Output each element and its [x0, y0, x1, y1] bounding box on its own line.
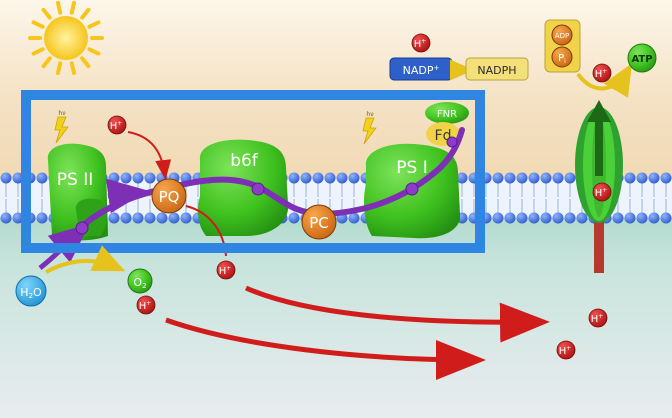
light-bolt-icon: hν	[54, 110, 69, 144]
h2o-label: H2O	[20, 286, 42, 300]
proton-label: H+	[595, 187, 608, 199]
nadp-plus-badge: NADP+	[389, 57, 453, 81]
proton-icon: H+	[592, 63, 612, 83]
proton-uptake-arrow	[127, 131, 172, 180]
highlight-box	[21, 90, 485, 253]
proton-label: H+	[595, 68, 608, 80]
proton-gradient-arrow	[244, 285, 550, 343]
proton-icon: H+	[556, 340, 576, 360]
b6f-label: b6f	[230, 151, 259, 171]
proton-label: H+	[414, 38, 427, 50]
proton-gradient-arrow	[165, 317, 486, 380]
oxygen-molecule: O2	[127, 268, 153, 294]
h2o-tail: O	[33, 286, 42, 299]
atp-synthesis-arrow	[576, 63, 633, 98]
pi-main: P	[558, 53, 564, 64]
sun-icon	[28, 0, 104, 76]
atp-molecule: ATP	[627, 43, 657, 73]
proton-icon: H+	[588, 308, 608, 328]
plastocyanin: PC	[301, 204, 337, 240]
proton-icon: H+	[411, 33, 431, 53]
nadp-main: NADP	[403, 64, 434, 77]
ps2-label: PS II	[57, 170, 93, 190]
proton-label: H+	[591, 313, 604, 325]
cytochrome-b6f: b6f	[198, 139, 289, 236]
pi-sub: i	[564, 58, 566, 65]
h2o-sub: 2	[29, 292, 33, 300]
ps1-label: PS I	[396, 158, 427, 178]
o2-main: O	[133, 276, 142, 289]
adp-label: ADP	[555, 32, 569, 40]
water-to-oxygen-arrow	[45, 245, 126, 274]
nadph-label: NADPH	[477, 64, 516, 77]
proton-icon: H+	[107, 115, 127, 135]
nadp-sup: +	[433, 64, 439, 72]
proton-icon: H+	[216, 260, 236, 280]
proton-label: H+	[110, 120, 123, 132]
atp-synthase	[575, 100, 623, 273]
pi-label: Pi	[558, 53, 566, 65]
proton-label: H+	[219, 265, 232, 277]
pc-label: PC	[309, 214, 329, 232]
proton-icon: H+	[592, 182, 612, 202]
o2-sub: 2	[142, 282, 146, 290]
light-symbol-label: hν	[58, 110, 66, 117]
light-symbol-label: hν	[366, 111, 374, 118]
water-molecule: H2O	[15, 275, 47, 307]
fnr-label: FNR	[437, 109, 457, 120]
pq-label: PQ	[159, 188, 180, 206]
light-bolt-icon: hν	[362, 111, 377, 145]
plastoquinone: PQ	[151, 178, 187, 214]
proton-label: H+	[139, 300, 152, 312]
o2-label: O2	[133, 276, 146, 290]
adp-pi-box: ADP Pi	[544, 19, 581, 73]
nadp-plus-label: NADP+	[403, 64, 440, 77]
atp-label: ATP	[631, 54, 652, 65]
proton-label: H+	[559, 345, 572, 357]
proton-icon: H+	[136, 295, 156, 315]
fnr-enzyme: FNR	[425, 102, 469, 124]
proton-group: H+ H+ H+ H+ H+ H+ H+ H+	[107, 33, 612, 360]
h2o-main: H	[20, 286, 28, 299]
nadph-badge: NADPH	[465, 57, 529, 81]
